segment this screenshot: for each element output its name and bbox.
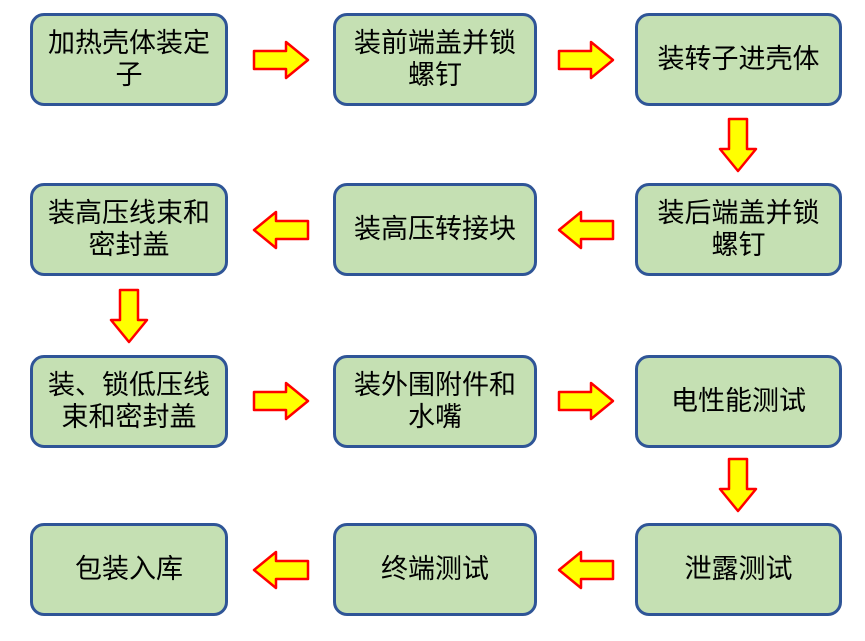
- process-box-label: 加热壳体装定子: [48, 27, 210, 91]
- process-box-label: 装转子进壳体: [657, 43, 820, 75]
- flow-arrow-down-9-10: [718, 457, 758, 513]
- process-box-label: 电性能测试: [671, 385, 806, 417]
- flow-arrow-right-1-2: [252, 40, 310, 80]
- process-box-label: 装后端盖并锁螺钉: [657, 197, 820, 261]
- process-box-label: 泄露测试: [684, 553, 793, 585]
- process-box-leak-test: 泄露测试: [635, 523, 842, 616]
- flow-arrow-left-4-5: [557, 210, 615, 250]
- process-box-label: 装、锁低压线束和密封盖: [48, 369, 210, 433]
- process-box-packaging-warehousing: 包装入库: [30, 523, 228, 616]
- process-box-hv-harness-seal-cover: 装高压线束和密封盖: [30, 183, 228, 276]
- process-box-peripheral-parts-water-nozzle: 装外围附件和水嘴: [333, 355, 537, 448]
- process-box-final-test: 终端测试: [333, 523, 537, 616]
- process-box-label: 装高压线束和密封盖: [48, 197, 210, 261]
- process-box-label: 装高压转接块: [354, 213, 516, 245]
- flow-arrow-right-8-9: [557, 381, 615, 421]
- flow-arrow-left-11-12: [252, 550, 310, 590]
- process-box-lv-harness-seal-cover: 装、锁低压线束和密封盖: [30, 355, 228, 448]
- process-box-rear-cover-screws: 装后端盖并锁螺钉: [635, 183, 842, 276]
- flow-arrow-right-2-3: [557, 40, 615, 80]
- process-box-label: 装外围附件和水嘴: [354, 369, 516, 433]
- process-box-hv-adapter-block: 装高压转接块: [333, 183, 537, 276]
- process-box-heat-shell-install-stator: 加热壳体装定子: [30, 13, 228, 106]
- flow-arrow-left-10-11: [557, 550, 615, 590]
- process-box-label: 终端测试: [381, 553, 489, 585]
- process-box-electrical-performance-test: 电性能测试: [635, 355, 842, 448]
- process-box-front-cover-screws: 装前端盖并锁螺钉: [333, 13, 537, 106]
- flow-arrow-down-3-4: [718, 117, 758, 173]
- process-box-label: 装前端盖并锁螺钉: [354, 27, 516, 91]
- process-box-rotor-into-shell: 装转子进壳体: [635, 13, 842, 106]
- flow-arrow-down-6-7: [109, 288, 149, 344]
- process-box-label: 包装入库: [75, 553, 183, 585]
- flow-arrow-right-7-8: [252, 381, 310, 421]
- flow-arrow-left-5-6: [252, 210, 310, 250]
